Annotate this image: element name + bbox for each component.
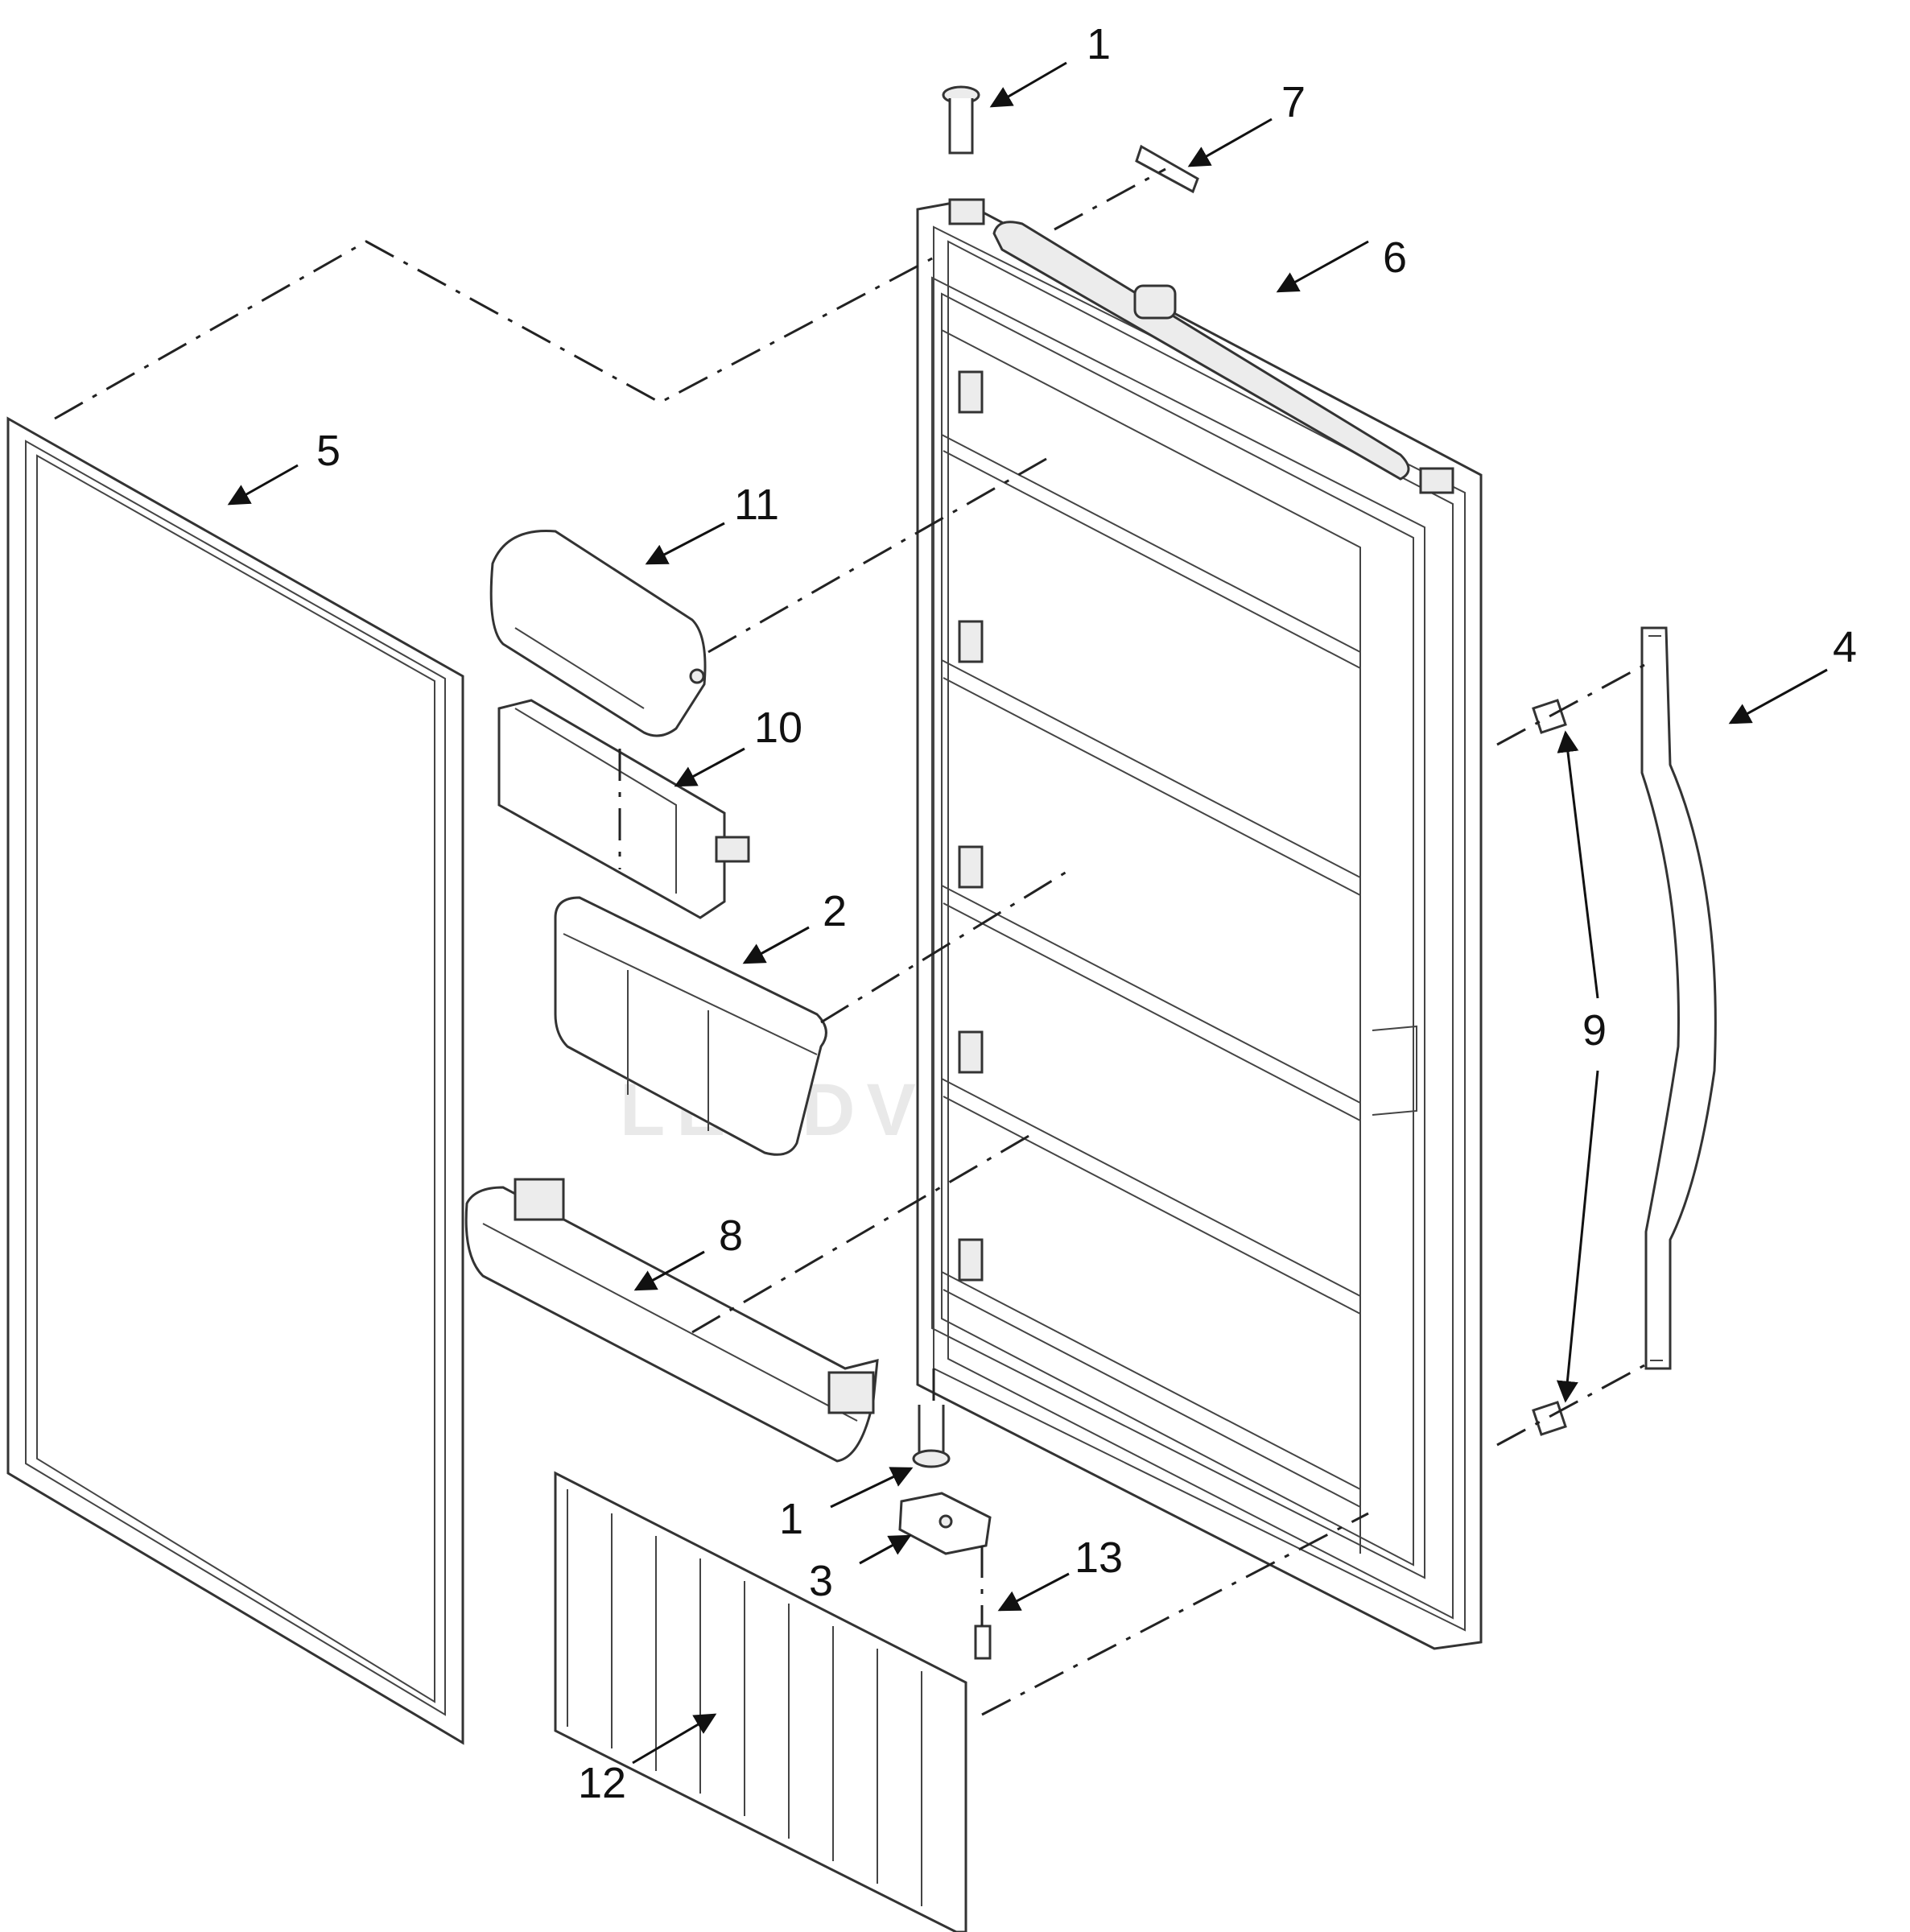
handle-screw-top <box>1532 699 1567 734</box>
callout-13: 13 <box>1075 1534 1123 1582</box>
callout-1-top: 1 <box>1087 20 1111 68</box>
callout-2: 2 <box>823 887 847 935</box>
callout-5: 5 <box>316 427 340 475</box>
assembly-lines <box>54 167 1647 1716</box>
callout-10: 10 <box>754 704 802 752</box>
hinge-screw <box>974 1624 992 1660</box>
latch-bump <box>1133 284 1177 320</box>
dairy-door-cover <box>489 530 707 737</box>
callout-11: 11 <box>734 481 779 529</box>
door-handle <box>1640 626 1717 1370</box>
base-grille <box>554 1471 967 1932</box>
callout-8: 8 <box>719 1212 743 1260</box>
logo-badge <box>1135 144 1199 194</box>
handle-screw-bottom <box>1532 1401 1567 1436</box>
callout-9: 9 <box>1582 1006 1607 1055</box>
leader-arrows <box>227 61 1828 1765</box>
callout-1-bottom: 1 <box>779 1495 803 1543</box>
door-panel <box>916 198 1483 1650</box>
callout-3: 3 <box>809 1557 833 1605</box>
callout-6: 6 <box>1383 233 1407 282</box>
dairy-bin <box>497 699 750 919</box>
door-bin <box>554 896 827 1156</box>
callout-7: 7 <box>1281 78 1306 126</box>
callout-4: 4 <box>1833 623 1857 671</box>
hinge-bracket <box>898 1492 992 1555</box>
door-gasket <box>6 416 464 1745</box>
callout-12: 12 <box>578 1759 626 1807</box>
door-shelf-rail <box>464 1178 879 1463</box>
side-hinge-block <box>1419 467 1454 494</box>
hinge-bushing-bottom <box>912 1405 951 1468</box>
top-hinge-block <box>948 198 985 225</box>
callout-labels: 1 7 6 5 11 10 2 4 9 8 1 3 13 12 <box>316 20 1857 1807</box>
hinge-bushing-top <box>942 85 980 155</box>
